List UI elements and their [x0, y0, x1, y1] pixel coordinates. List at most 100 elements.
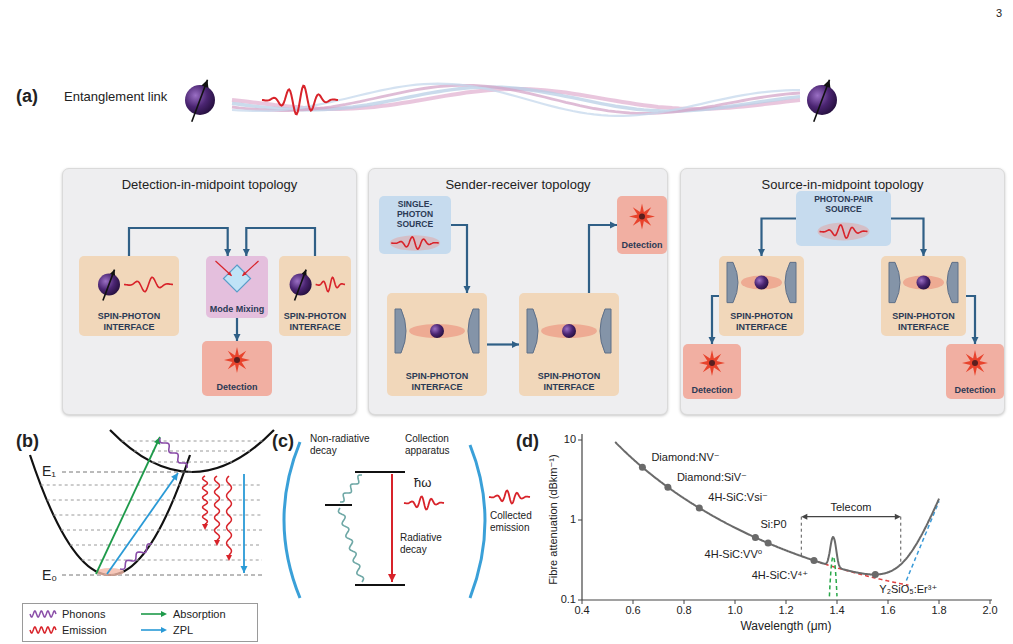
box-icon — [796, 217, 891, 246]
legend-sample — [140, 624, 168, 636]
energy-label: E₁ — [42, 463, 56, 480]
interface-box: SPIN-PHOTON INTERFACE — [279, 256, 351, 336]
arrow-head — [709, 337, 716, 344]
arrow-head — [464, 286, 471, 293]
tick-label: 1 — [570, 513, 576, 526]
arrow-head — [610, 222, 617, 229]
label-slot: E₀ — [42, 567, 57, 584]
arrow-head — [161, 611, 167, 617]
connector — [589, 222, 617, 294]
y-axis — [581, 434, 582, 600]
x-axis — [582, 599, 992, 600]
label-slot: ħω — [414, 475, 431, 491]
axis-title: Wavelength (μm) — [740, 619, 831, 633]
interface-box: SPIN-PHOTON INTERFACE — [79, 256, 179, 336]
box-label: SPIN-PHOTON INTERFACE — [279, 309, 351, 336]
arrow-head — [161, 627, 167, 633]
panel-heading: Detection-in-midpoint topology — [122, 169, 298, 192]
label-slot: (b) — [16, 431, 39, 453]
tick — [633, 600, 634, 604]
box-label: SPIN-PHOTON INTERFACE — [881, 309, 966, 336]
box-icon — [881, 256, 966, 309]
label-slot: Diamond:NV⁻ — [651, 451, 719, 464]
label-slot: 1.2 — [778, 604, 793, 617]
photon-wavepacket — [820, 225, 868, 238]
topology-panel: Detection-in-midpoint topologySPIN-PHOTO… — [62, 168, 357, 415]
detection-box: Detection — [946, 344, 1004, 399]
arrow-head — [171, 473, 178, 481]
topology-panel: Sender-receiver topologySINGLE-PHOTON SO… — [368, 168, 668, 415]
tick — [582, 600, 583, 604]
cavity-mirror — [527, 309, 538, 353]
fiber-strand — [232, 85, 800, 113]
label-slot: 0.1 — [561, 593, 576, 606]
process-label: Radiative decay — [400, 532, 462, 556]
label-slot: 1.4 — [829, 604, 844, 617]
collection-mirror — [284, 442, 300, 598]
label-slot: 2.0 — [982, 604, 997, 617]
arrow-head — [801, 514, 807, 520]
arrow-line — [192, 80, 208, 122]
box-icon — [202, 341, 272, 379]
band-label: Telecom — [831, 501, 872, 514]
vibrational-level — [152, 462, 232, 463]
legend-text: ZPL — [173, 623, 193, 637]
tick — [786, 600, 787, 604]
label-slot: Collected emission — [490, 510, 542, 534]
excited-potential — [110, 430, 274, 472]
connector-line — [451, 225, 467, 293]
label-slot: 4H-SiC:Vsi⁻ — [708, 491, 768, 504]
panel-letter: (a) — [16, 86, 38, 108]
emitter-label: 4H-SiC:Vsi⁻ — [708, 491, 768, 504]
label-slot: Si:P0 — [760, 518, 786, 531]
arrow-head — [242, 272, 246, 276]
detection-flash — [699, 350, 725, 376]
arrow-line — [107, 473, 178, 574]
tick — [578, 520, 582, 521]
box-icon — [946, 344, 1004, 382]
emitter-label: Diamond:NV⁻ — [651, 451, 719, 464]
arrow-head — [241, 566, 248, 573]
legend-text: Emission — [62, 623, 107, 637]
mixing-box: Mode Mixing — [206, 256, 268, 318]
entanglement-illustration — [185, 80, 837, 122]
label-slot: 1 — [570, 513, 576, 526]
connector — [129, 228, 231, 256]
label-slot: 0.4 — [574, 604, 589, 617]
interface-box: SPIN-PHOTON INTERFACE — [881, 256, 966, 336]
cavity-mode — [903, 276, 944, 290]
cavity-mirror — [947, 262, 958, 302]
tick — [837, 600, 838, 604]
box-icon — [387, 293, 487, 369]
ground-level — [355, 584, 405, 586]
panel-letter: (b) — [16, 431, 39, 453]
intermediate-level — [325, 504, 352, 506]
box-icon — [279, 256, 351, 309]
connector-line — [246, 228, 315, 256]
detection-box: Detection — [617, 196, 667, 254]
emitter-dot — [752, 534, 759, 541]
emitter-label: 4H-SiC:V⁴⁺ — [752, 569, 808, 582]
cavity-mirror — [889, 262, 900, 302]
vibrational-level — [134, 451, 250, 452]
label-slot: Entanglement link — [64, 89, 167, 105]
apparatus-label: Collection apparatus — [405, 433, 463, 457]
label-slot: 4H-SiC:V⁴⁺ — [752, 569, 808, 582]
box-label: Detection — [202, 380, 272, 396]
label-slot: (d) — [516, 431, 539, 453]
connector-line — [129, 228, 228, 256]
tick — [578, 440, 582, 441]
vibrational-level — [61, 530, 262, 531]
wave-sample — [30, 628, 56, 634]
label-slot: 10 — [564, 433, 576, 446]
energy-level — [62, 575, 262, 576]
interface-box: SPIN-PHOTON INTERFACE — [519, 293, 619, 396]
connector — [966, 296, 979, 344]
label-slot: E₁ — [42, 463, 56, 480]
energy-diagram — [30, 430, 274, 576]
box-label: SPIN-PHOTON INTERFACE — [79, 309, 179, 336]
label-slot: 1.8 — [931, 604, 946, 617]
label-slot: 1.0 — [727, 604, 742, 617]
label-slot: (c) — [272, 431, 294, 453]
legend-entry: Absorption — [140, 607, 251, 621]
